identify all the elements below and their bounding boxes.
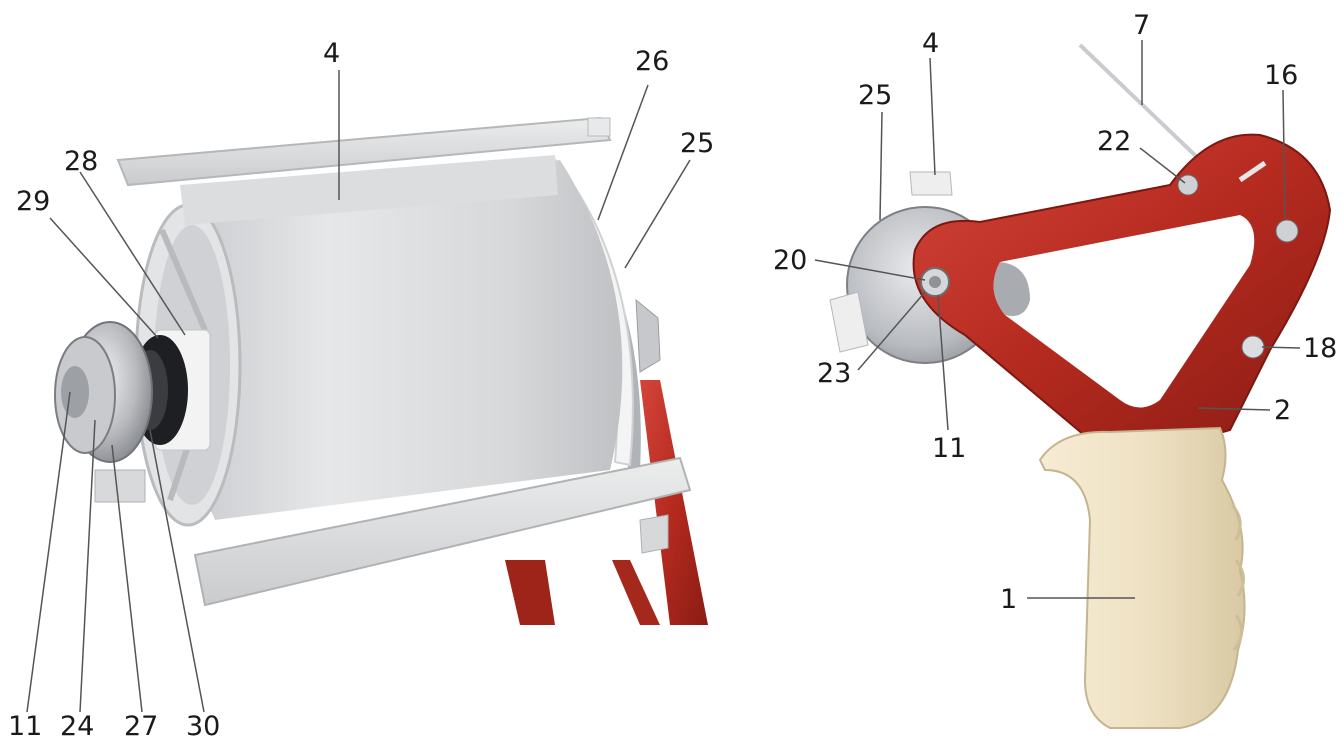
leader-line (1197, 407, 1271, 411)
lower-tab (193, 456, 692, 607)
grip-ridge (1234, 559, 1245, 597)
upper-tab (116, 116, 612, 187)
frame-leg (505, 560, 555, 625)
callout-number: 29 (16, 186, 51, 217)
leader-line (79, 171, 186, 336)
callout-number: 22 (1097, 126, 1132, 157)
core-clip (829, 291, 869, 353)
frame-leg (612, 560, 660, 625)
callout-number: 25 (680, 128, 715, 159)
frame-window (993, 215, 1255, 408)
screw (1241, 335, 1265, 359)
leader-line (814, 259, 926, 281)
leader-line (1282, 89, 1286, 219)
leader-line (624, 159, 691, 269)
leader-line (79, 419, 96, 713)
callout-number: 2 (1274, 395, 1292, 426)
frame-leg (640, 380, 708, 625)
left-core-assembly (54, 116, 708, 625)
core-clip (909, 171, 953, 196)
disc-through-window (993, 262, 1030, 316)
callout-number: 4 (323, 38, 341, 69)
leader-line (937, 294, 949, 431)
leader-line (149, 429, 205, 713)
leader-line (26, 391, 71, 713)
upper-tab-rib (180, 155, 558, 225)
callout-number: 30 (186, 711, 221, 742)
grip-ridge (1230, 503, 1242, 541)
right-dispenser (829, 43, 1332, 729)
blade-slot (1238, 160, 1267, 183)
callout-number: 26 (635, 46, 670, 77)
blade-rod (1078, 43, 1202, 162)
axle-nut-center (929, 276, 941, 288)
callout-number: 28 (64, 146, 99, 177)
callout-number: 4 (922, 28, 940, 59)
leader-lines (26, 40, 1301, 713)
leader-line (111, 444, 143, 713)
leader-line (597, 84, 649, 221)
base-block (94, 469, 146, 503)
callout-number: 18 (1303, 333, 1338, 364)
leader-line (49, 217, 159, 339)
tape-core (170, 160, 623, 520)
callout-number: 11 (8, 711, 43, 742)
callout-number: 7 (1133, 10, 1151, 41)
callout-number: 11 (932, 433, 967, 464)
tab-latch (639, 514, 669, 554)
leader-line (929, 57, 936, 176)
callout-number: 23 (817, 358, 852, 389)
leader-line (879, 111, 883, 221)
tab-latch (587, 117, 611, 137)
leader-line (1261, 346, 1301, 349)
hub-nut (635, 298, 661, 373)
leader-line (1139, 147, 1186, 184)
callout-number: 25 (858, 80, 893, 111)
callout-number: 16 (1264, 60, 1299, 91)
callout-number: 20 (773, 245, 808, 276)
callout-number: 1 (1000, 584, 1018, 615)
callout-number: 27 (124, 711, 159, 742)
handle-grip (1038, 426, 1246, 729)
screw (1177, 174, 1199, 196)
leader-line (857, 291, 926, 371)
shaft-end (61, 366, 89, 418)
grip-ridge (1232, 614, 1243, 651)
callout-number: 24 (60, 711, 95, 742)
screw (1275, 219, 1299, 243)
core-spoke (159, 228, 208, 332)
